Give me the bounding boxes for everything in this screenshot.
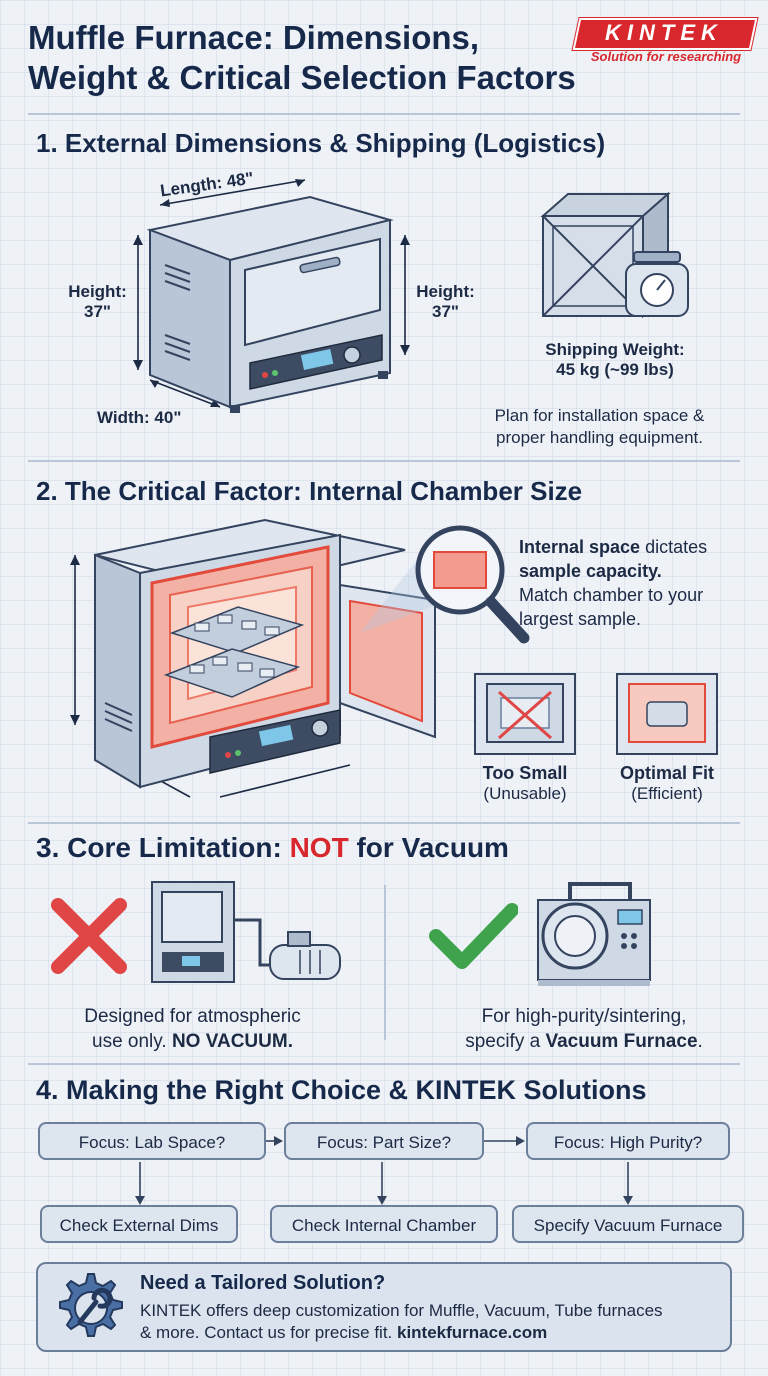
- divider: [28, 113, 740, 115]
- vacuum-furnace-icon: [537, 882, 651, 986]
- cta-title: Need a Tailored Solution?: [140, 1272, 386, 1294]
- desc-dictates: dictates: [640, 537, 708, 557]
- section3-heading: 3. Core Limitation: NOT for Vacuum: [36, 832, 509, 864]
- divider: [28, 1063, 740, 1065]
- atmospheric-note: Designed for atmospheric use only. NO VA…: [40, 1004, 345, 1054]
- cta-body: KINTEK offers deep customization for Muf…: [140, 1300, 730, 1344]
- action-check-external: Check External Dims: [40, 1205, 238, 1243]
- installation-note-line2: proper handling equipment.: [496, 428, 703, 447]
- gear-wrench-icon: [59, 1273, 123, 1337]
- height-right-label: Height:: [416, 282, 475, 301]
- action-specify-vacuum: Specify Vacuum Furnace: [512, 1205, 744, 1243]
- atmospheric-line2-pre: use only.: [92, 1031, 172, 1052]
- desc-bold-internal-space: Internal space: [519, 537, 641, 557]
- title-line-2: Weight & Critical Selection Factors: [28, 59, 576, 96]
- divider: [28, 460, 740, 462]
- website-link[interactable]: kintekfurnace.com: [396, 1323, 548, 1342]
- section1-heading: 1. External Dimensions & Shipping (Logis…: [36, 128, 606, 158]
- green-check-icon: [429, 903, 518, 969]
- page-title: Muffle Furnace: Dimensions, Weight & Cri…: [28, 18, 588, 98]
- desc-line3: Match chamber to your: [519, 585, 704, 605]
- vacuum-rec-pre: specify a: [465, 1031, 546, 1052]
- focus-part-size: Focus: Part Size?: [284, 1122, 484, 1160]
- vacuum-rec-line1: For high-purity/sintering,: [481, 1006, 687, 1027]
- desc-line4: largest sample.: [519, 609, 642, 629]
- height-right-value: 37": [432, 302, 459, 321]
- cta-line2: & more. Contact us for precise fit.: [140, 1323, 397, 1342]
- installation-note-line1: Plan for installation space &: [494, 406, 705, 425]
- atmospheric-line1: Designed for atmospheric: [84, 1006, 301, 1027]
- section3-heading-not: NOT: [289, 832, 349, 863]
- optimal-fit-caption: Optimal Fit (Efficient): [600, 763, 734, 804]
- vacuum-recommendation: For high-purity/sintering, specify a Vac…: [430, 1004, 738, 1054]
- too-small-label: Too Small: [482, 763, 568, 783]
- section3-heading-pre: 3. Core Limitation:: [36, 832, 290, 863]
- section3-heading-post: for Vacuum: [348, 832, 509, 863]
- logo-tagline: Solution for researching: [590, 49, 742, 64]
- installation-note: Plan for installation space & proper han…: [462, 405, 737, 449]
- vacuum-rec-post: .: [697, 1031, 703, 1052]
- column-divider: [384, 885, 386, 1040]
- section2-heading: 2. The Critical Factor: Internal Chamber…: [36, 476, 583, 506]
- too-small-icon: [474, 673, 576, 755]
- red-x-icon: [51, 898, 127, 974]
- optimal-sub: (Efficient): [631, 784, 703, 803]
- vacuum-furnace-text: Vacuum Furnace: [545, 1031, 698, 1052]
- logo-text: KINTEK: [605, 20, 723, 45]
- focus-high-purity: Focus: High Purity?: [526, 1122, 730, 1160]
- flow-arrows: [135, 1136, 633, 1205]
- action-check-internal: Check Internal Chamber: [270, 1205, 498, 1243]
- divider: [28, 822, 740, 824]
- desc-bold-sample-capacity: sample capacity.: [519, 561, 662, 581]
- width-label: Width: 40": [97, 408, 182, 427]
- shipping-weight: Shipping Weight: 45 kg (~99 lbs): [520, 340, 710, 380]
- height-right: Height: 37": [408, 282, 483, 322]
- no-vacuum-text: NO VACUUM.: [171, 1031, 293, 1052]
- optimal-fit-icon: [616, 673, 718, 755]
- too-small-caption: Too Small (Unusable): [460, 763, 590, 804]
- shipping-crate-scale-icon: [540, 191, 689, 319]
- internal-chamber-illustration: [70, 518, 458, 798]
- shipping-weight-label: Shipping Weight:: [545, 340, 685, 359]
- muffle-with-pump-icon: [151, 881, 341, 983]
- optimal-label: Optimal Fit: [620, 763, 714, 783]
- height-left-label: Height:: [68, 282, 127, 301]
- title-line-1: Muffle Furnace: Dimensions,: [28, 19, 480, 56]
- height-left: Height: 37": [60, 282, 135, 322]
- kintek-logo: KINTEK Solution for researching: [572, 18, 758, 68]
- cta-line1: KINTEK offers deep customization for Muf…: [140, 1301, 663, 1320]
- shipping-weight-value: 45 kg (~99 lbs): [556, 360, 674, 379]
- magnifier-icon: [415, 525, 530, 644]
- chamber-description: Internal space dictates sample capacity.…: [519, 535, 749, 631]
- external-furnace-illustration: [133, 179, 410, 413]
- too-small-sub: (Unusable): [483, 784, 567, 803]
- tailored-solution-panel: [36, 1262, 732, 1352]
- height-left-value: 37": [84, 302, 111, 321]
- section4-heading: 4. Making the Right Choice & KINTEK Solu…: [36, 1075, 647, 1105]
- focus-lab-space: Focus: Lab Space?: [38, 1122, 266, 1160]
